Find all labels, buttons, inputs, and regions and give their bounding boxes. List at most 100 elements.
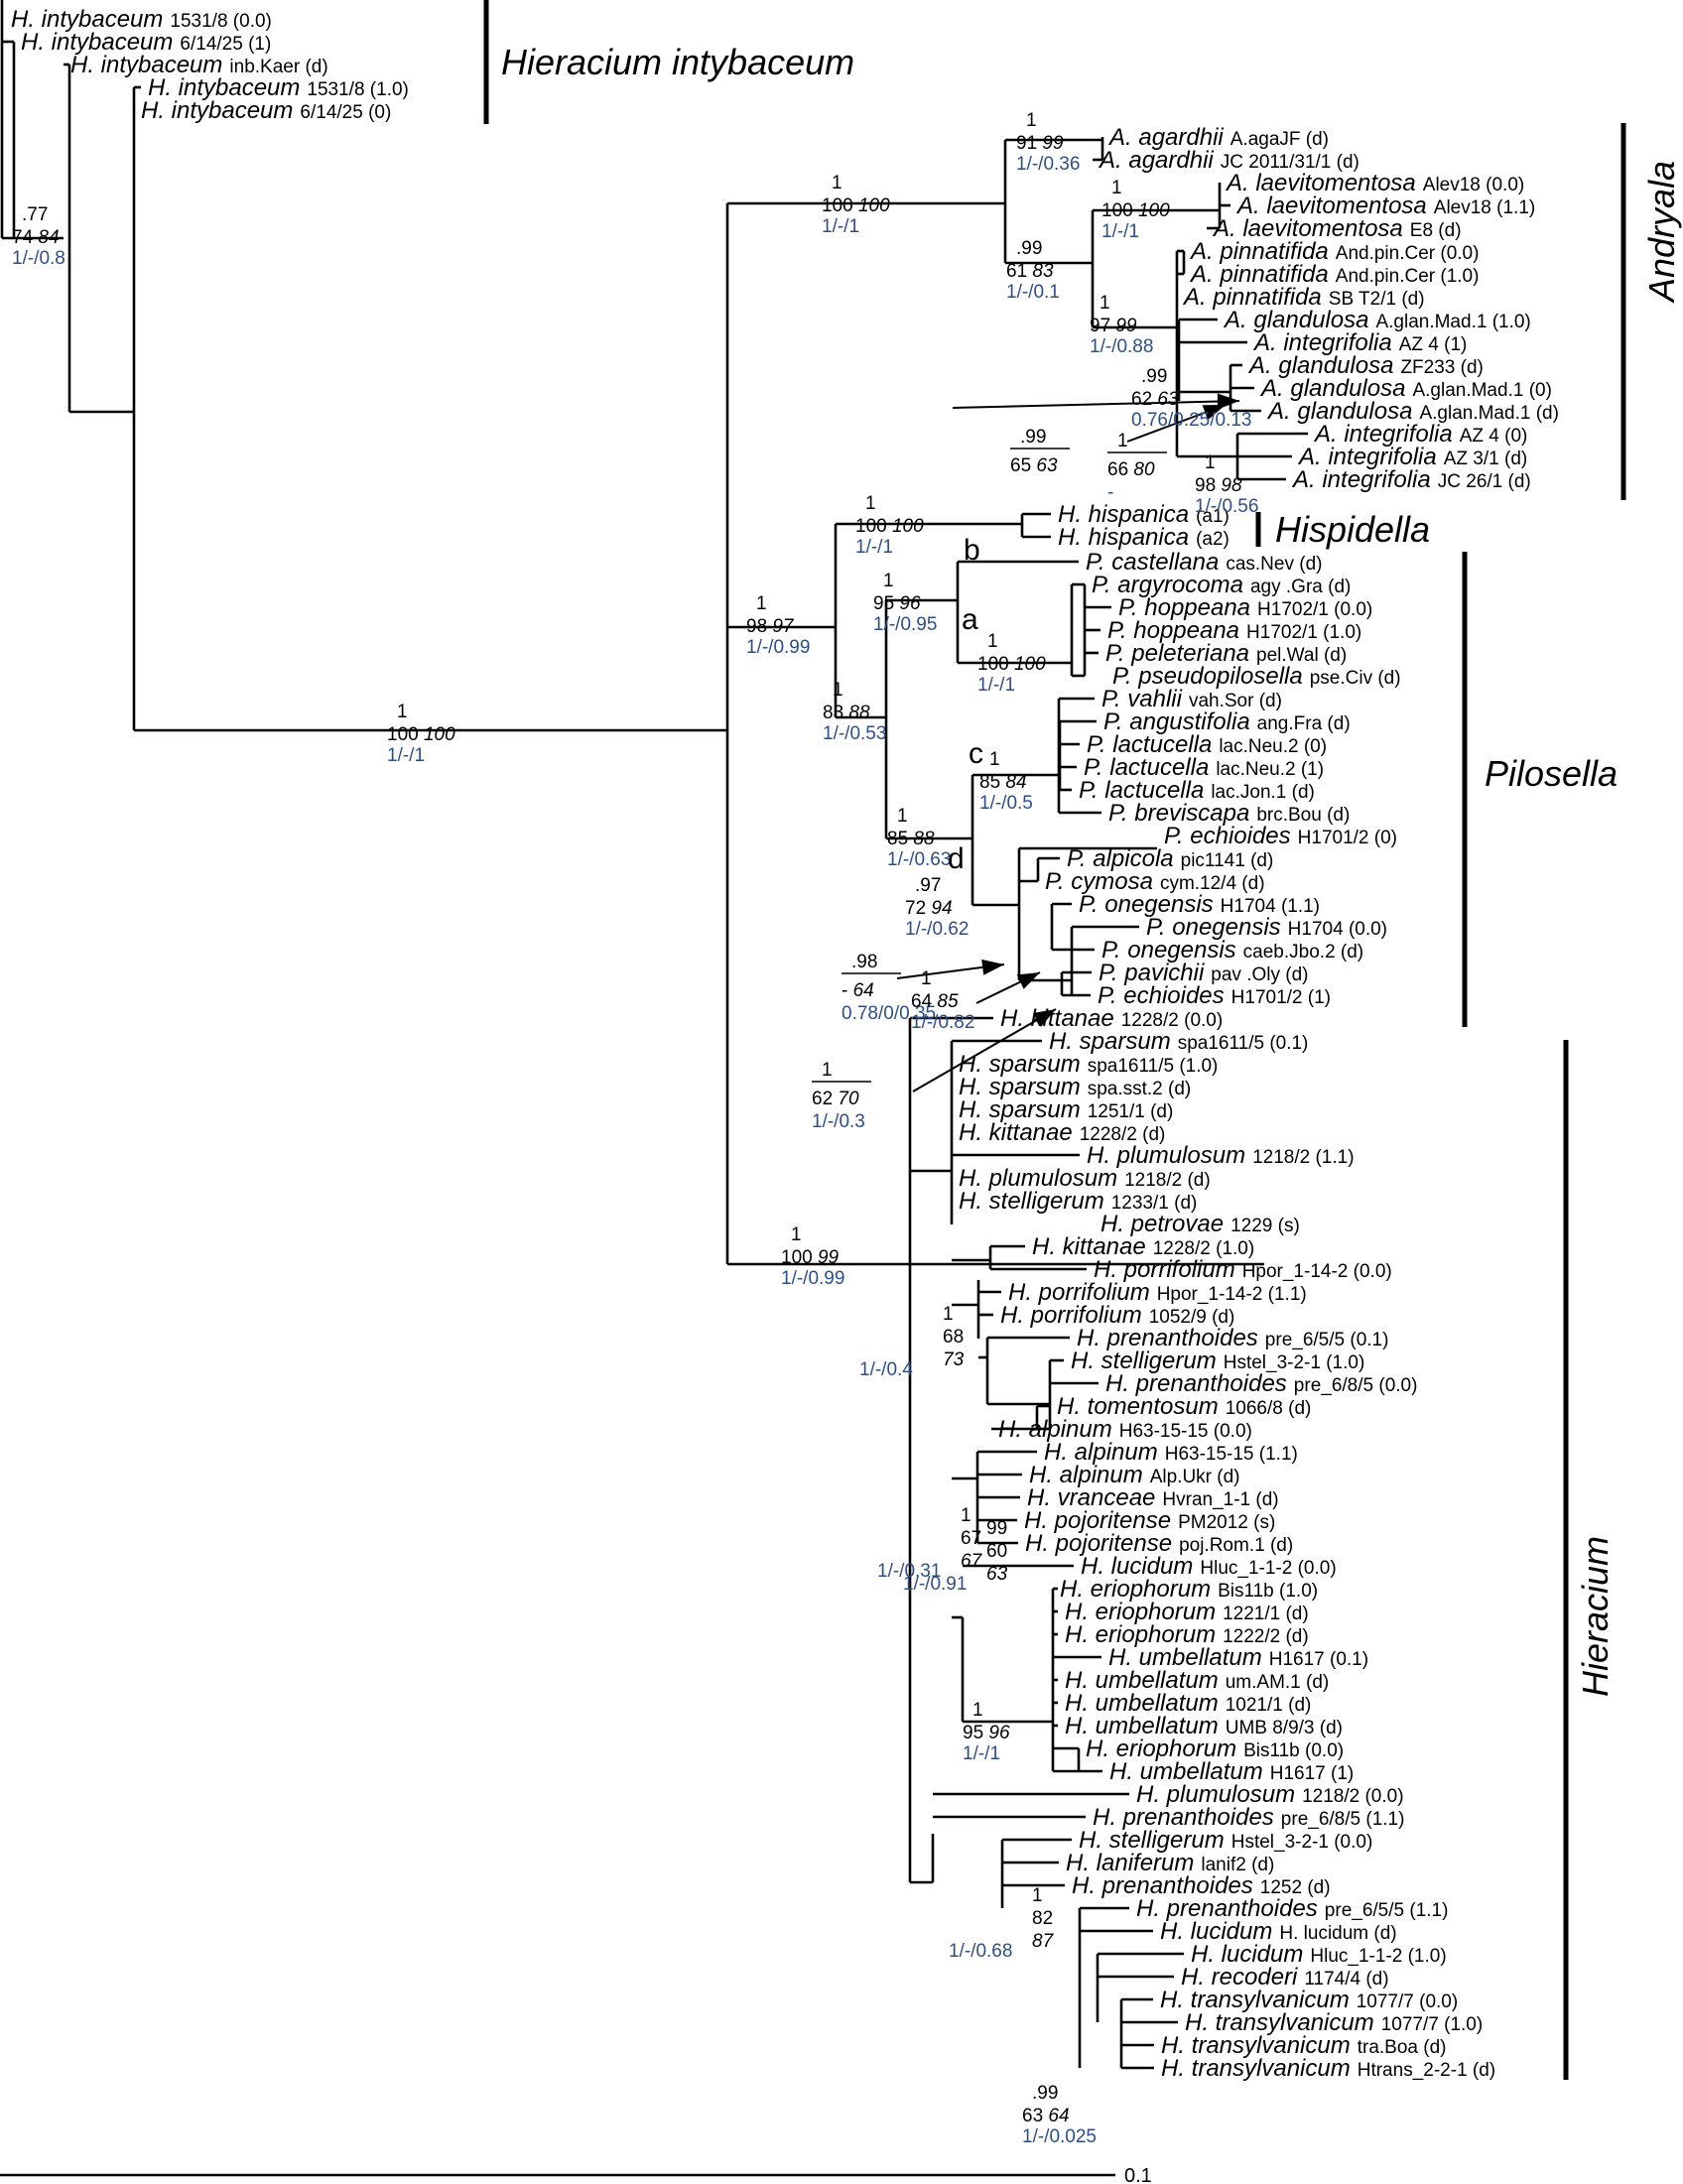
support-posterior: 1: [961, 1505, 971, 1526]
taxon-name: H. alpinum: [1044, 1439, 1158, 1466]
support-blue: 1/-/1: [1101, 221, 1139, 242]
taxon-name: P. lactucella: [1087, 731, 1212, 758]
accession-label: lac.Jon.1 (d): [1211, 782, 1315, 803]
accession-label: 1222/2 (d): [1223, 1626, 1309, 1647]
support-mp: 73: [943, 1349, 965, 1370]
node-letter-b: b: [964, 534, 980, 567]
clade-label-andryala: Andryala: [1641, 161, 1682, 304]
accession-label: pse.Civ (d): [1310, 668, 1401, 689]
accession-label: H1702/1 (1.0): [1246, 622, 1361, 643]
accession-label: Hpor_1-14-2 (0.0): [1242, 1261, 1392, 1282]
support-blue: 1/-/0.63: [887, 849, 951, 870]
support-posterior: 1: [943, 1304, 954, 1325]
support-bootstrap: 62 63: [1131, 389, 1179, 410]
accession-label: pre_6/8/5 (0.0): [1294, 1375, 1418, 1396]
accession-label: H1701/2 (1): [1231, 987, 1331, 1008]
accession-label: 1531/8 (0.0): [170, 11, 271, 32]
support-posterior: 1: [822, 1060, 833, 1081]
taxon-name: H. prenanthoides: [1077, 1325, 1258, 1351]
support-blue: 1/-/0.68: [949, 1941, 1012, 1962]
tip-label: H. hispanica(a2): [1058, 524, 1230, 551]
support-ml: 60: [986, 1541, 1007, 1562]
taxon-name: H. stelligerum: [1079, 1827, 1225, 1854]
taxon-name: H. umbellatum: [1065, 1690, 1219, 1717]
support-blue: 0.76/0.25/0.13: [1131, 410, 1252, 431]
accession-label: spa1611/5 (0.1): [1178, 1033, 1309, 1054]
support-blue: 1/-/0.91: [903, 1574, 967, 1595]
node-letter-a: a: [962, 603, 978, 636]
taxon-name: P. echioides: [1098, 982, 1225, 1009]
taxon-name: H. kittanae: [1032, 1233, 1146, 1260]
taxon-name: H. transylvanicum: [1161, 2032, 1351, 2059]
taxon-name: H. vranceae: [1027, 1484, 1155, 1511]
callout-arrow-head: [1016, 972, 1040, 989]
accession-label: um.AM.1 (d): [1226, 1672, 1330, 1693]
support-blue: 1/-/1: [963, 1743, 1000, 1764]
taxon-name: H. stelligerum: [1071, 1348, 1217, 1374]
taxon-name: H. umbellatum: [1065, 1667, 1219, 1694]
accession-label: H63-15-15 (1.1): [1165, 1444, 1298, 1465]
taxon-name: H. kittanae: [959, 1119, 1073, 1146]
support-bootstrap: 97 99: [1090, 316, 1137, 336]
support-posterior: 1: [756, 593, 767, 614]
support-blue: 1/-/0.95: [873, 614, 937, 635]
accession-label: 1229 (s): [1230, 1216, 1300, 1236]
accession-label: spa1611/5 (1.0): [1088, 1056, 1219, 1077]
accession-label: 1252 (d): [1260, 1877, 1331, 1898]
accession-label: 1531/8 (1.0): [307, 79, 408, 100]
taxon-name: H. sparsum: [1049, 1028, 1171, 1055]
taxon-name: A. integrifolia: [1313, 421, 1453, 448]
accession-label: Alev18 (1.1): [1434, 197, 1535, 218]
clade-label-hieracium: Hieracium: [1575, 1536, 1616, 1697]
taxon-name: H. prenanthoides: [1093, 1804, 1274, 1831]
accession-label: pav .Oly (d): [1211, 964, 1308, 985]
taxon-name: H. hispanica: [1058, 501, 1189, 528]
support-ml: 82: [1032, 1908, 1053, 1929]
accession-label: E8 (d): [1410, 220, 1462, 241]
support-posterior: 1: [1205, 452, 1216, 473]
taxon-name: H. prenanthoides: [1136, 1895, 1318, 1922]
taxon-name: H. umbellatum: [1108, 1644, 1262, 1671]
support-bootstrap: 74 84: [12, 227, 60, 248]
support-mp: 87: [1032, 1931, 1055, 1952]
tip-label: H. sparsum spa1611/5 (0.1): [1049, 1028, 1308, 1055]
taxon-name: H. recoderi: [1181, 1964, 1298, 1991]
tip-label: H. eriophorum 1221/1 (d): [1065, 1599, 1309, 1625]
accession-label: 1221/1 (d): [1223, 1604, 1309, 1624]
taxon-name: P. alpicola: [1067, 845, 1174, 872]
tip-label: H. hispanica(a1): [1058, 501, 1230, 528]
support-blue: 1/-/0.8: [12, 248, 65, 269]
taxon-name: H. tomentosum: [1057, 1393, 1219, 1420]
support-posterior: .97: [915, 875, 941, 896]
support-blue: 1/-/0.99: [746, 637, 810, 658]
clade-label-pilosella: Pilosella: [1485, 753, 1618, 794]
accession-label: PM2012 (s): [1178, 1512, 1275, 1533]
accession-label: lac.Neu.2 (1): [1216, 759, 1324, 780]
accession-label: caeb.Jbo.2 (d): [1243, 942, 1363, 963]
taxon-name: H. eriophorum: [1065, 1599, 1216, 1625]
accession-label: SB T2/1 (d): [1329, 289, 1425, 310]
